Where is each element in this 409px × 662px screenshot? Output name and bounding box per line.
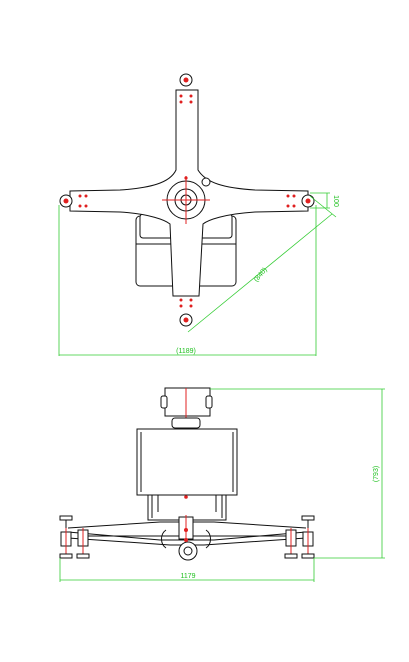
top-view-offset-label: 100 — [332, 195, 339, 207]
front-view-height-label: (793) — [373, 466, 380, 482]
top-view-foot-bottom — [179, 298, 193, 327]
top-view-foot-top — [179, 73, 193, 104]
front-view-foot-left — [59, 515, 90, 559]
front-view-center-assembly — [161, 515, 211, 561]
top-view-foot-right — [286, 194, 315, 208]
front-view-housing — [136, 428, 238, 521]
front-view-column — [160, 387, 213, 430]
top-view-dimensions — [58, 192, 337, 356]
top-view: (1189) (840) 100 — [58, 73, 339, 356]
top-view-diagonal-label: (840) — [253, 267, 269, 284]
front-view-foot-right — [284, 515, 315, 559]
top-view-center-hub — [162, 176, 211, 224]
top-view-foot-left — [59, 194, 88, 208]
front-view-dimensions — [59, 388, 385, 582]
front-view-width-label: 1179 — [180, 573, 195, 580]
front-view: 1179 (793) — [59, 387, 385, 582]
top-view-width-label: (1189) — [176, 348, 196, 355]
